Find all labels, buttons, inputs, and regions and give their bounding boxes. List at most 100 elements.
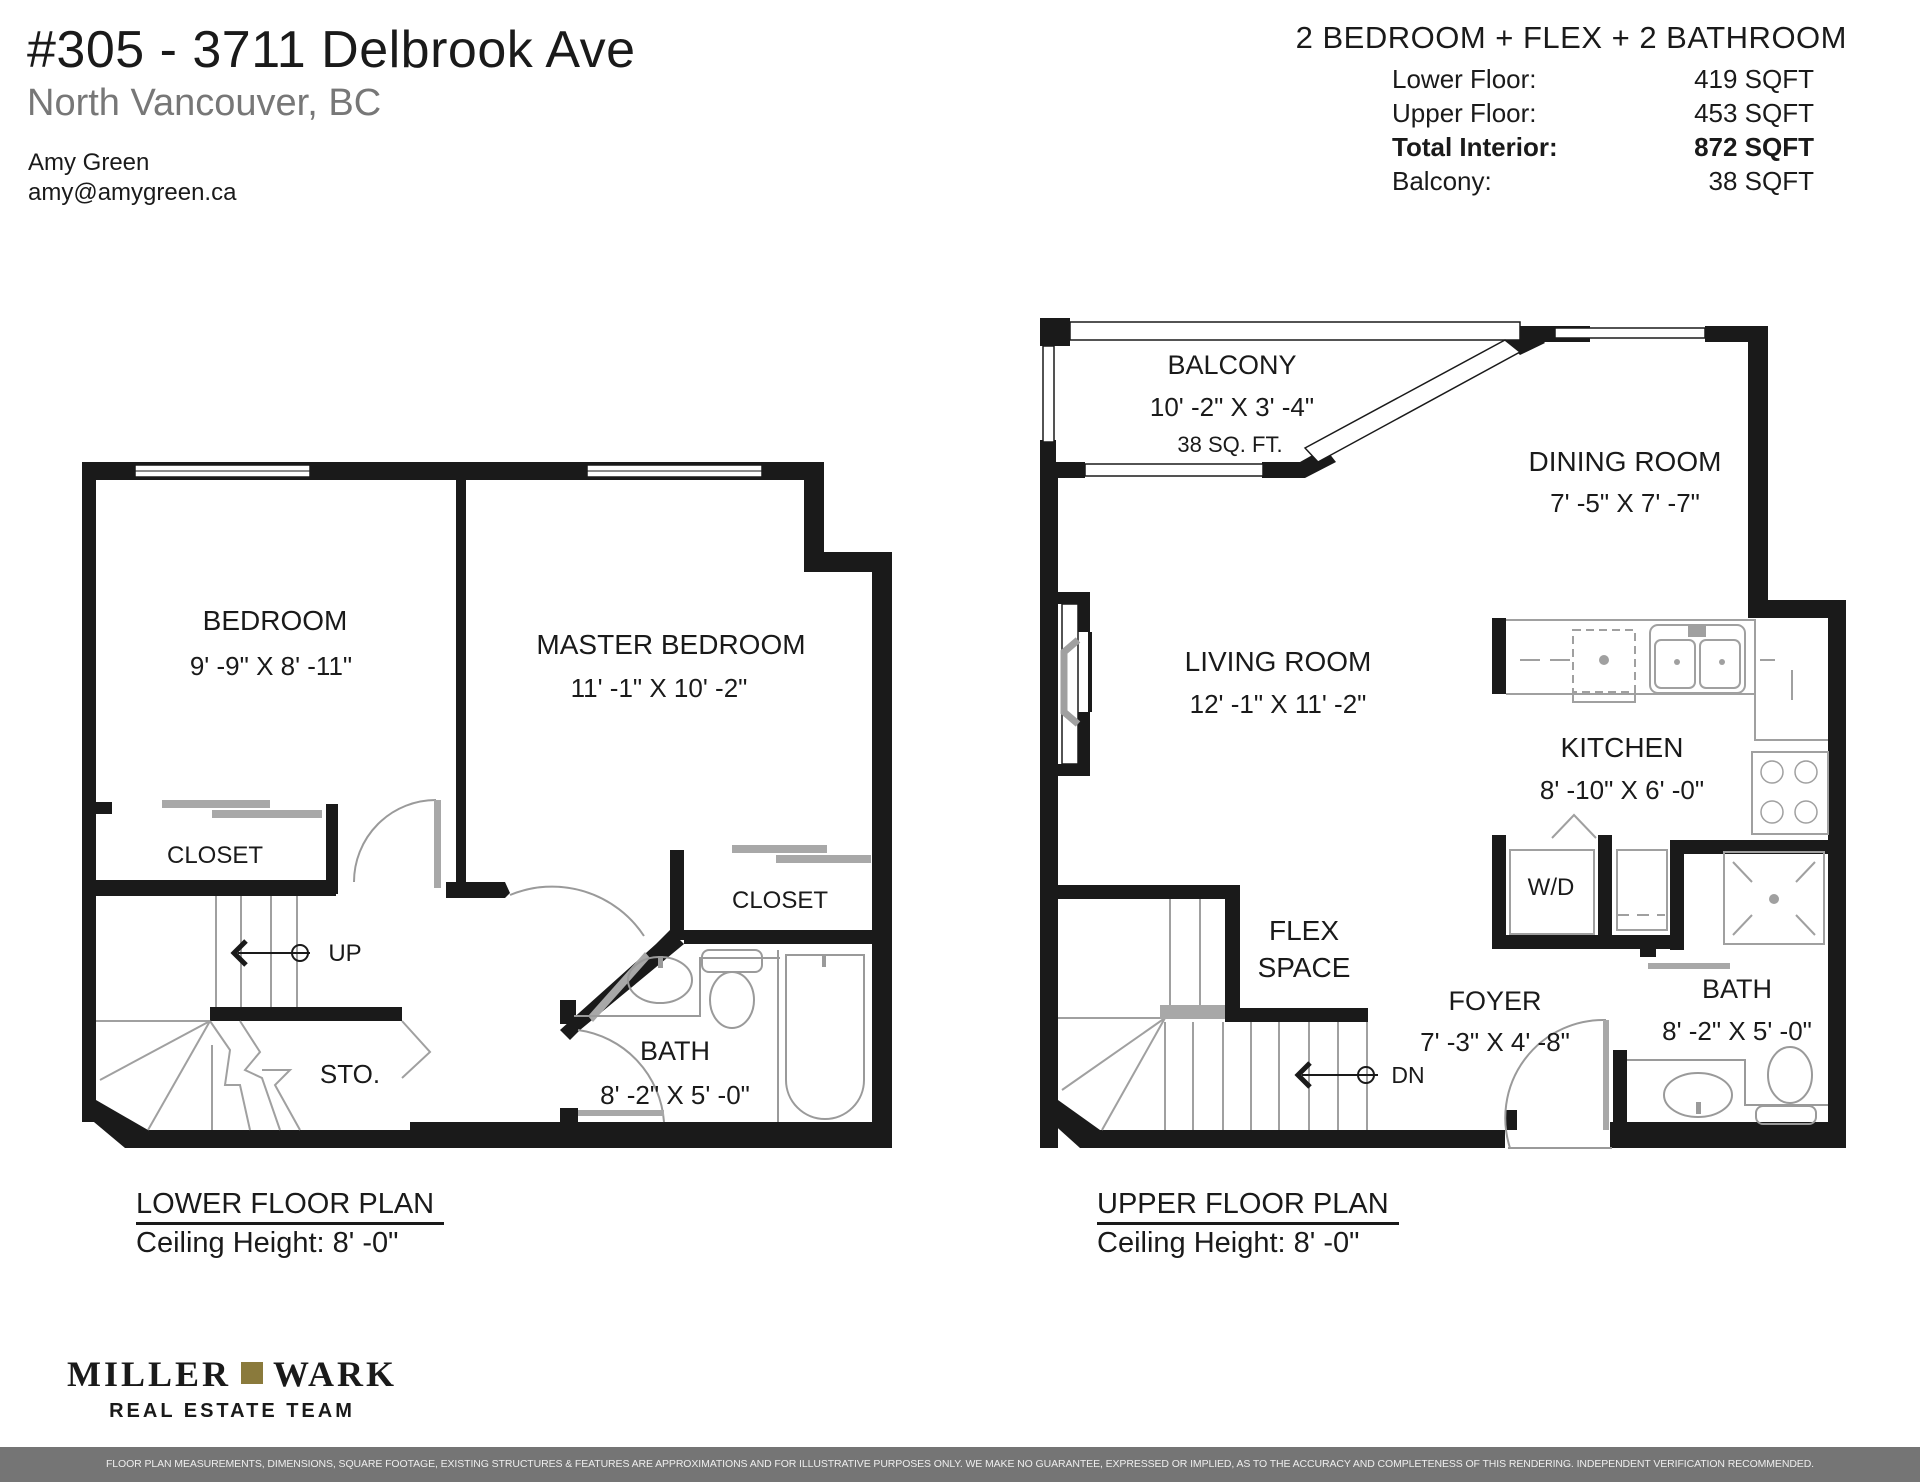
sink [1663, 1072, 1733, 1118]
room-name: MASTER BEDROOM [536, 629, 805, 660]
stair-arrow-up [230, 939, 310, 967]
wall [1670, 840, 1684, 950]
wall [804, 462, 824, 572]
area-label: Total Interior: [1392, 132, 1558, 162]
upper-floor-plan: BALCONY 10' -2" X 3' -4" 38 SQ. FT. DINI… [960, 0, 1920, 1180]
wall [1225, 885, 1240, 1015]
closet-slider [162, 800, 270, 808]
door-leaf [1603, 1020, 1609, 1130]
logo-wordmark: MILLER WARK [62, 1352, 402, 1396]
room-name: CLOSET [732, 887, 828, 914]
room-name: BATH [640, 1036, 710, 1066]
room-dims: 12' -1" X 11' -2" [1190, 689, 1367, 719]
agent-email[interactable]: amy@amygreen.ca [28, 179, 237, 206]
logo-left: MILLER [66, 1354, 231, 1394]
wall [560, 1000, 576, 1024]
area-value: 872 SQFT [1694, 132, 1814, 162]
window [1554, 327, 1706, 339]
window [1084, 463, 1264, 477]
room-name: SPACE [1258, 952, 1351, 983]
logo-right: WARK [273, 1354, 398, 1394]
room-name: DINING ROOM [1529, 446, 1722, 477]
stairs [96, 896, 432, 1131]
toilet-tank [701, 949, 763, 973]
stair-label: DN [1391, 1062, 1424, 1088]
wall [1613, 1050, 1627, 1130]
stove [1751, 751, 1829, 835]
room-dims: 7' -3" X 4' -8" [1420, 1027, 1570, 1057]
wall [96, 802, 112, 814]
wall [1492, 935, 1684, 949]
unit-type-headline: 2 BEDROOM + FLEX + 2 BATHROOM [1295, 20, 1847, 55]
door-swing [353, 799, 437, 883]
area-row-balcony: Balcony:38 SQFT [1392, 164, 1814, 198]
room-area: 38 SQ. FT. [1177, 432, 1282, 457]
toilet-bowl [709, 971, 755, 1029]
wall [1040, 462, 1058, 1148]
wall [1054, 764, 1090, 776]
wall [456, 480, 466, 888]
sliding-door [1303, 339, 1522, 463]
door-leaf [434, 800, 441, 888]
wall [326, 804, 338, 894]
area-row-upper: Upper Floor: 453 SQFT [1392, 96, 1814, 130]
stair-arrow-down [1294, 1061, 1378, 1089]
room-dims: 8' -2" X 5' -0" [1662, 1016, 1812, 1046]
listing-city: North Vancouver, BC [27, 82, 382, 124]
area-row-total: Total Interior: 872 SQFT [1392, 130, 1814, 164]
wall [446, 882, 510, 898]
wall [670, 850, 684, 940]
balcony-railing [1069, 321, 1521, 341]
door-leaf [578, 1110, 664, 1116]
wall [804, 552, 892, 572]
room-name: FOYER [1448, 986, 1541, 1016]
fireplace-hearth [1060, 637, 1081, 727]
wall [1078, 592, 1090, 632]
area-value: 453 SQFT [1694, 98, 1814, 128]
wall [1225, 1008, 1368, 1022]
area-value: 419 SQFT [1694, 64, 1814, 94]
wall [1078, 712, 1090, 776]
wall [1080, 1130, 1505, 1148]
room-dims: 10' -2" X 3' -4" [1150, 392, 1314, 422]
room-name: STO. [320, 1059, 380, 1089]
listing-address: #305 - 3711 Delbrook Ave [27, 21, 636, 79]
area-value: 38 SQFT [1708, 166, 1814, 196]
toilet-tank [1755, 1105, 1817, 1125]
wall [1748, 600, 1846, 618]
stove-burners [1760, 760, 1818, 824]
fridge-area [1616, 849, 1668, 931]
wall [96, 880, 336, 896]
wall [1505, 1110, 1517, 1130]
kitchen-counters [1506, 619, 1829, 935]
logo-square-icon [241, 1362, 263, 1384]
agent-name: Amy Green [28, 149, 150, 176]
bath-fixtures [1627, 1046, 1828, 1125]
washer-door [1551, 813, 1597, 839]
wall [410, 1122, 892, 1148]
wall [872, 552, 892, 1148]
wall [1492, 618, 1506, 694]
shower [1723, 851, 1825, 945]
wall [560, 1108, 578, 1128]
bath-fixtures [574, 949, 865, 1122]
closet-slider [732, 845, 827, 853]
room-dims: 11' -1" X 10' -2" [571, 673, 748, 703]
area-label: Upper Floor: [1392, 98, 1537, 128]
area-row-lower: Lower Floor:419 SQFT [1392, 62, 1814, 96]
wall [1598, 835, 1612, 947]
room-name: LIVING ROOM [1185, 646, 1372, 677]
door-leaf [1648, 963, 1730, 969]
wall [1058, 885, 1240, 899]
balcony-railing [1042, 345, 1055, 443]
room-name: FLEX [1269, 915, 1339, 946]
lower-floor-plan: BEDROOM 9' -9" X 8' -11" MASTER BEDROOM … [0, 0, 960, 1180]
disclaimer-bar: FLOOR PLAN MEASUREMENTS, DIMENSIONS, SQU… [0, 1447, 1920, 1482]
wall [1640, 945, 1656, 957]
room-name: BATH [1702, 974, 1772, 1004]
room-dims: 8' -10" X 6' -0" [1540, 775, 1704, 805]
wall [1056, 462, 1085, 478]
washer-dryer [1509, 849, 1595, 935]
area-table: Lower Floor:419 SQFT Upper Floor: 453 SQF… [1392, 62, 1814, 198]
